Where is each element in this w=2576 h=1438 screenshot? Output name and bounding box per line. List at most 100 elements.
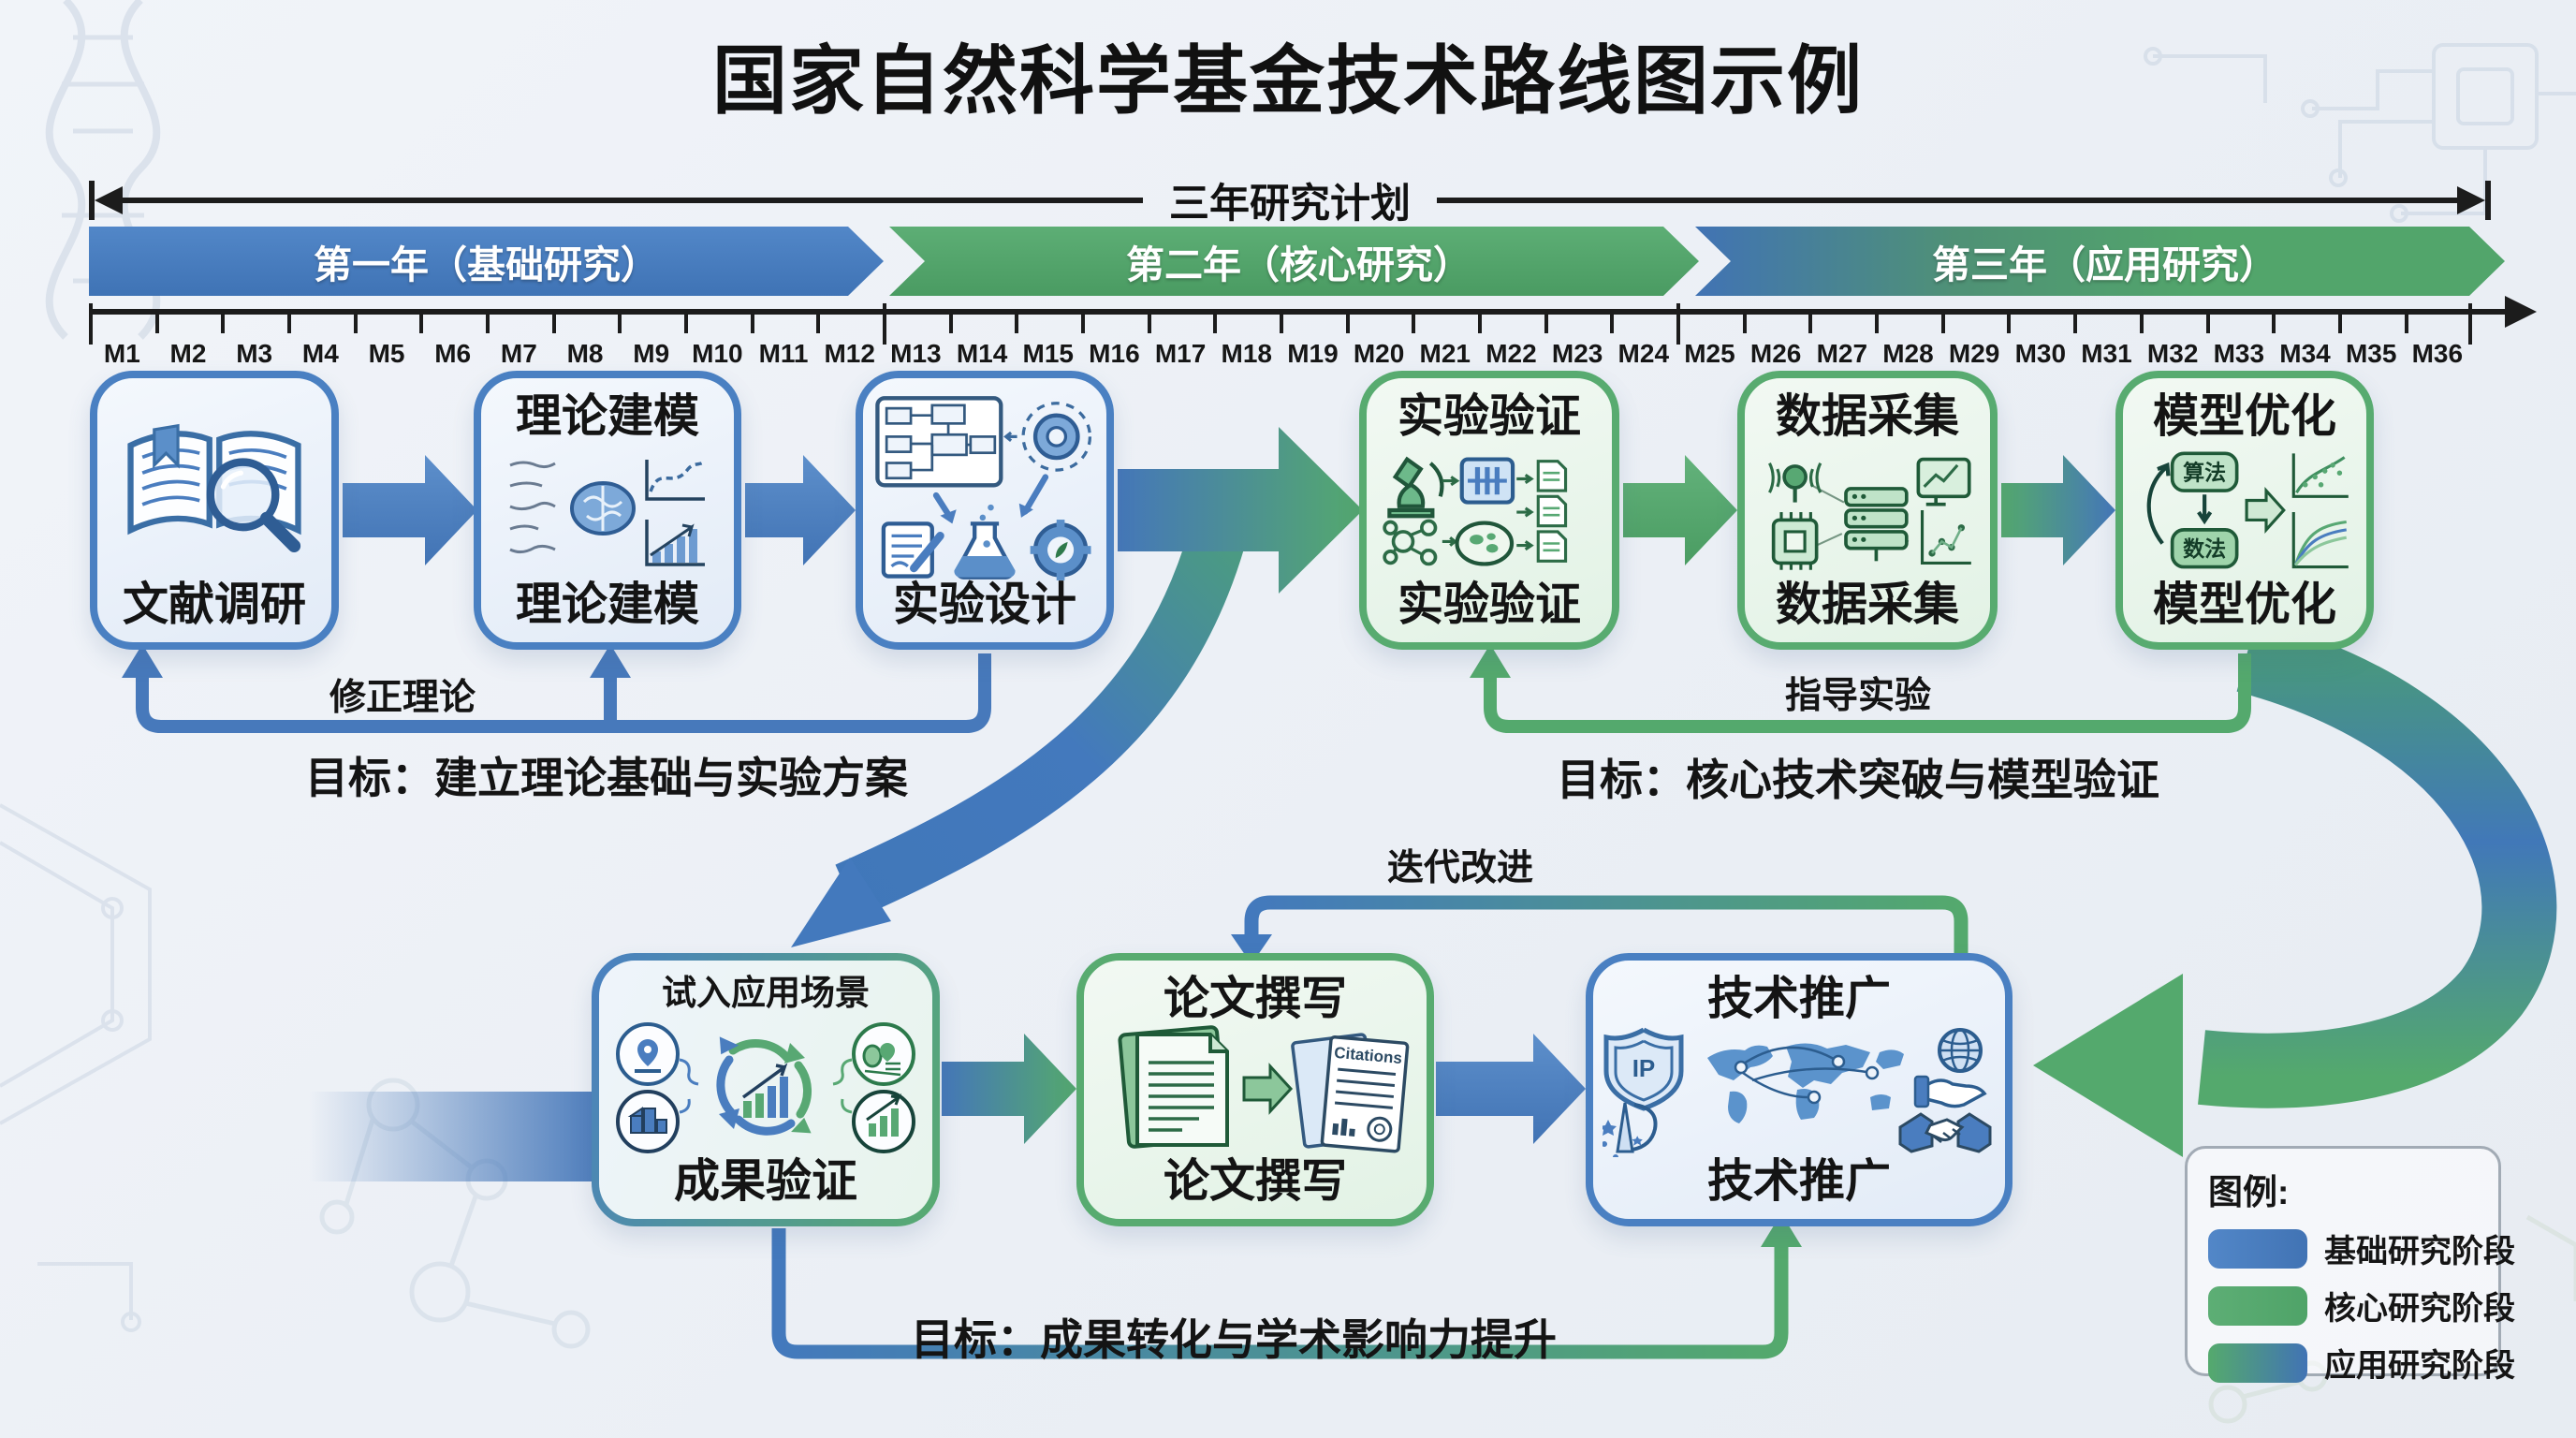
feedback-revise-theory [136,653,991,733]
legend-swatch-blue [2208,1228,2307,1269]
month-cell: M5 [353,309,420,369]
month-label: M19 [1287,339,1339,368]
month-label: M8 [566,339,604,368]
month-label: M12 [824,339,875,368]
svg-text:IP: IP [1632,1054,1656,1082]
month-cell: M16 [1081,309,1148,369]
month-label: M27 [1816,339,1868,368]
stage-data-collection: 数据采集 [1737,371,1998,650]
stage-paper-writing: 论文撰写 Citations [1076,953,1434,1226]
plan-arrowhead-left [95,186,123,214]
month-cell: M35 [2337,309,2405,369]
plan-endbar-left [89,181,95,220]
stage-label: 文献调研 [122,580,306,631]
goal-phase3: 目标：成果转化与学术影响力提升 [911,1315,1557,1364]
month-label: M29 [1948,339,2000,368]
month-cell: M10 [684,309,751,369]
month-label: M36 [2411,339,2464,368]
legend-title: 图例: [2208,1173,2290,1211]
month-label: M15 [1022,339,1074,368]
stage-tech-promotion: 技术推广 IP [1586,953,2012,1226]
algorithm-loop-charts-icon: 算法 数法 [2137,441,2352,581]
stage-top-label: 试入应用场景 [662,974,870,1012]
month-cell: M25 [1676,303,1743,369]
month-label: M35 [2345,339,2397,368]
legend-item-basic: 基础研究阶段 [2208,1225,2515,1271]
feedback-guide-experiments [1484,653,2251,733]
legend-swatch-green [2208,1285,2307,1326]
stage-label: 技术推广 [1706,1156,1891,1208]
stage-top-label: 技术推广 [1706,974,1891,1024]
month-cell: M3 [221,309,287,369]
plan-arrowhead-right [2457,186,2485,214]
stage-top-label: 理论建模 [515,391,699,442]
papers-citations-icon: Citations [1096,1023,1414,1158]
month-cell: M24 [1610,309,1676,369]
stage-experiment-design: 实验设计 [856,371,1114,650]
phase-chevron-year1: 第一年（基础研究） [89,227,884,296]
month-cell: M2 [154,309,222,369]
month-cell: M28 [1875,309,1941,369]
stage-label: 理论建模 [515,580,699,631]
legend: 图例: 基础研究阶段 核心研究阶段 应用研究阶段 [2185,1146,2515,1384]
month-label: M18 [1221,339,1272,368]
month-cell: M8 [551,309,619,369]
legend-label: 应用研究阶段 [2324,1348,2515,1384]
month-label: M30 [2014,339,2067,368]
month-cell: M11 [750,309,817,369]
book-magnifier-icon [121,393,308,581]
legend-swatch-gradient [2208,1343,2307,1383]
stage-label: 论文撰写 [1163,1156,1347,1208]
stage-label: 数据采集 [1775,580,1959,631]
arrow-modeling-to-design [745,455,856,565]
month-label: M5 [368,339,405,368]
legend-label: 核心研究阶段 [2324,1291,2515,1327]
month-cell: M12 [816,309,883,369]
month-label: M4 [301,339,339,368]
month-cell: M30 [2007,309,2073,369]
page-title: 国家自然科学基金技术路线图示例 [712,39,1864,123]
month-label: M10 [692,339,743,368]
stage-top-label: 论文撰写 [1163,974,1347,1024]
cycle-barchart-icon [607,1011,925,1158]
stage-model-optimization: 模型优化 算法 数法 模型优化 [2115,371,2374,650]
stage-theoretical-modeling: 理论建模 理论建模 [474,371,741,650]
feedback-label-revise-theory: 修正理论 [329,678,476,718]
month-label: M2 [169,339,207,368]
formulas-brain-charts-icon [495,441,720,581]
month-label: M3 [236,339,273,368]
month-label: M33 [2213,339,2265,368]
month-cell: M31 [2073,309,2140,369]
legend-item-applied: 应用研究阶段 [2208,1340,2515,1386]
plan-label: 三年研究计划 [1169,182,1411,227]
phase-chevron-year2: 第二年（核心研究） [889,227,1699,296]
iteration-label: 迭代改进 [1386,848,1534,888]
month-label: M22 [1486,339,1537,368]
month-cell: M7 [486,309,552,369]
month-cell: M17 [1147,309,1214,369]
arrow-literature-to-modeling [343,455,477,565]
loop-iteration [1244,895,1969,953]
month-ruler-line [89,309,2510,315]
arrow-results-to-paper [942,1034,1076,1144]
month-label: M20 [1353,339,1405,368]
plan-line-left [123,198,1143,203]
month-label: M34 [2279,339,2331,368]
circuit-decoration-topright [2144,43,2576,223]
month-cell: M9 [618,309,684,369]
month-label: M17 [1154,339,1207,368]
month-label: M21 [1419,339,1471,368]
flowchart-flask-gear-icon [872,393,1097,581]
stage-label: 模型优化 [2152,580,2336,631]
plan-endbar-right [2485,181,2491,220]
stage-top-label: 实验验证 [1397,391,1581,442]
microscope-petri-docs-icon [1382,441,1597,581]
ip-worldmap-handshake-icon: IP [1603,1023,1996,1158]
phase-chevron-year3: 第三年（应用研究） [1695,227,2505,296]
month-cell: M33 [2205,309,2273,369]
stage-top-label: 模型优化 [2152,391,2336,442]
arrow-validation-to-collection [1623,455,1737,565]
month-label: M7 [500,339,537,368]
month-label: M1 [103,339,140,368]
